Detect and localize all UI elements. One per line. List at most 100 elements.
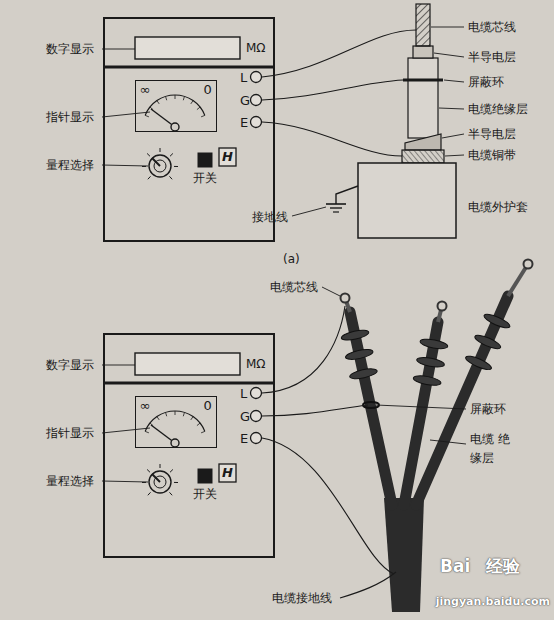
dial-tick bbox=[191, 417, 193, 420]
meter-panel: LGE开关HMΩ∞0 bbox=[103, 333, 275, 558]
dial-tick bbox=[145, 115, 149, 116]
part-label: 数字显示 bbox=[46, 42, 94, 56]
cable-lug bbox=[341, 294, 350, 303]
part-label: 指针显示 bbox=[46, 110, 94, 124]
range-tick bbox=[147, 153, 150, 156]
dial-tick bbox=[201, 115, 205, 116]
part-label: 电缆芯线 bbox=[270, 280, 318, 294]
dial-tick bbox=[201, 431, 205, 432]
part-label: 指针显示 bbox=[46, 426, 94, 440]
leader-line bbox=[102, 165, 148, 166]
range-tick bbox=[148, 176, 151, 179]
part-label: 电缆接地线 bbox=[272, 591, 332, 605]
insulator-shed bbox=[419, 337, 448, 350]
leader-line bbox=[102, 112, 150, 117]
insulator-shed bbox=[464, 354, 493, 373]
leader-line bbox=[431, 27, 464, 28]
insulator-shed bbox=[413, 374, 442, 387]
range-tick bbox=[174, 166, 178, 167]
dial-scale bbox=[145, 95, 205, 115]
dial-tick bbox=[157, 417, 159, 420]
leader-line bbox=[439, 108, 464, 109]
needle-pivot bbox=[171, 123, 179, 131]
dial-tick bbox=[197, 107, 200, 109]
semiconductive-layer bbox=[413, 46, 433, 58]
terminal bbox=[251, 117, 262, 128]
part-label: 量程选择 bbox=[46, 474, 94, 488]
leader-line bbox=[442, 134, 464, 138]
scale-mark: 0 bbox=[204, 82, 212, 98]
semiconductive-layer bbox=[405, 134, 441, 150]
pointer-dial: ∞0 bbox=[135, 80, 217, 132]
terminal bbox=[251, 411, 262, 422]
dial-tick bbox=[183, 96, 184, 100]
watermark: Bai bbox=[440, 556, 470, 576]
dial-tick bbox=[175, 95, 176, 99]
watermark: 经验 bbox=[486, 556, 520, 576]
power-switch bbox=[198, 153, 212, 167]
insulator-shed bbox=[473, 333, 502, 352]
insulator-shed bbox=[416, 356, 445, 369]
cable-insulation bbox=[408, 58, 438, 138]
part-label: 半导电层 bbox=[468, 127, 516, 141]
terminal bbox=[251, 433, 262, 444]
copper-tape bbox=[402, 150, 444, 163]
display-window bbox=[135, 37, 240, 59]
part-label: 量程选择 bbox=[46, 158, 94, 172]
insulator-shed bbox=[349, 367, 378, 381]
leader-line bbox=[430, 440, 466, 444]
test-lead bbox=[262, 405, 368, 416]
part-label: 电缆芯线 bbox=[468, 20, 516, 34]
dial-tick bbox=[197, 423, 200, 425]
terminal-label: L bbox=[240, 70, 247, 86]
cable-core-insulation bbox=[350, 312, 392, 505]
dial-tick bbox=[183, 412, 184, 416]
terminal-label: G bbox=[240, 93, 250, 109]
cable-core-insulation bbox=[416, 296, 508, 505]
unit-label: MΩ bbox=[246, 357, 266, 371]
range-tick bbox=[147, 469, 150, 472]
test-lead bbox=[262, 438, 394, 574]
insulator-shed bbox=[341, 328, 370, 342]
ground-wire bbox=[336, 186, 358, 204]
digital-display: MΩ bbox=[135, 36, 272, 60]
pointer-dial: ∞0 bbox=[135, 396, 217, 448]
dial-scale bbox=[145, 411, 205, 431]
knob-pointer bbox=[152, 474, 160, 482]
scale-mark: ∞ bbox=[140, 82, 151, 98]
range-tick bbox=[160, 464, 161, 468]
cable-jacket bbox=[358, 163, 456, 238]
leader-line bbox=[445, 155, 464, 156]
scale-mark: ∞ bbox=[140, 398, 151, 414]
logo-text: H bbox=[222, 465, 233, 481]
part-label: 接地线 bbox=[252, 210, 288, 224]
dial-tick bbox=[145, 431, 149, 432]
test-lead bbox=[262, 80, 403, 100]
range-tick bbox=[174, 482, 178, 483]
part-label: 屏蔽环 bbox=[468, 75, 504, 89]
ground-symbol bbox=[326, 203, 346, 205]
range-knob bbox=[149, 471, 171, 493]
leader-line bbox=[102, 481, 148, 482]
range-tick bbox=[169, 492, 172, 495]
terminal bbox=[251, 95, 262, 106]
test-lead bbox=[262, 30, 416, 77]
part-label: 数字显示 bbox=[46, 358, 94, 372]
leader-line bbox=[434, 53, 464, 57]
leader-line bbox=[322, 287, 340, 296]
terminal bbox=[251, 388, 262, 399]
shield-ring bbox=[403, 79, 443, 82]
meter-panel: LGE开关HMΩ∞0 bbox=[103, 17, 275, 242]
switch-label: 开关 bbox=[193, 171, 217, 185]
leader-line bbox=[102, 428, 150, 433]
terminal-label: E bbox=[240, 115, 248, 131]
needle-pivot bbox=[171, 439, 179, 447]
part-label: 屏蔽环 bbox=[470, 402, 506, 416]
cable-lug bbox=[508, 264, 528, 296]
leader-line bbox=[444, 80, 464, 82]
logo-box bbox=[219, 464, 236, 482]
dial-tick bbox=[166, 412, 167, 416]
part-label: 电缆绝缘层 bbox=[468, 102, 528, 116]
part-label: 电缆外护套 bbox=[468, 200, 528, 214]
